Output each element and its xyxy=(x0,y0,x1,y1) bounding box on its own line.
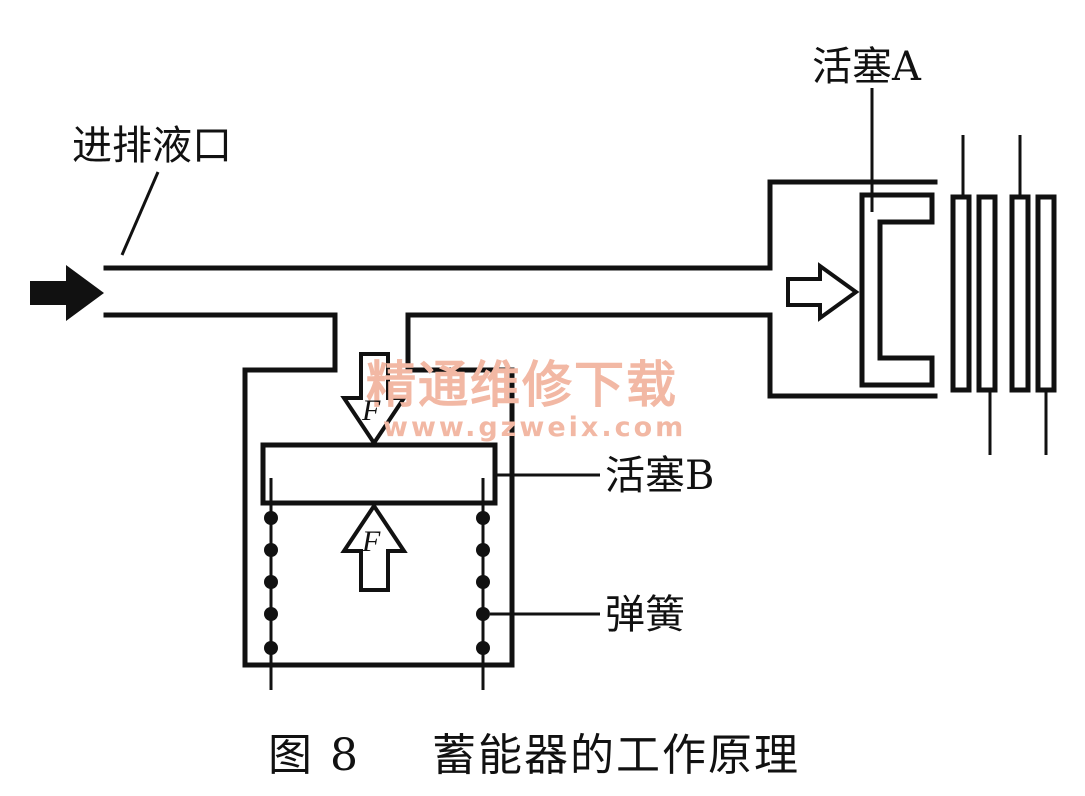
force-arrow-down xyxy=(340,352,408,447)
label-piston-b: 活塞B xyxy=(605,453,715,499)
figure-title: 蓄能器的工作原理 xyxy=(432,730,800,781)
pipe-bottom-wall-right xyxy=(405,312,773,373)
piston-b xyxy=(260,442,498,506)
force-label-top: F xyxy=(362,394,381,427)
accumulator-body xyxy=(242,367,515,668)
force-label-bottom: F xyxy=(362,525,381,558)
leader-port xyxy=(120,171,160,256)
pipe-bottom-wall-left xyxy=(103,312,338,373)
watermark-text: 精通维修下载 xyxy=(366,356,678,414)
figure-number: 图 8 xyxy=(268,730,360,781)
inlet-arrow xyxy=(30,265,104,321)
spring-plate-rods xyxy=(961,135,1048,455)
spring-coils xyxy=(264,511,490,655)
piston-a xyxy=(859,192,935,388)
force-arrow-up xyxy=(340,502,408,592)
label-port: 进排液口 xyxy=(72,123,232,169)
chamber-a-upper xyxy=(767,179,938,271)
flow-arrow-to-piston-a xyxy=(786,262,860,322)
chamber-a-lower xyxy=(767,312,938,399)
watermark-url: www.gzweix.com xyxy=(383,412,687,443)
label-spring: 弹簧 xyxy=(605,592,685,638)
spring-plates xyxy=(950,194,1057,393)
leader-lines xyxy=(120,88,874,616)
label-piston-a: 活塞A xyxy=(812,44,921,90)
